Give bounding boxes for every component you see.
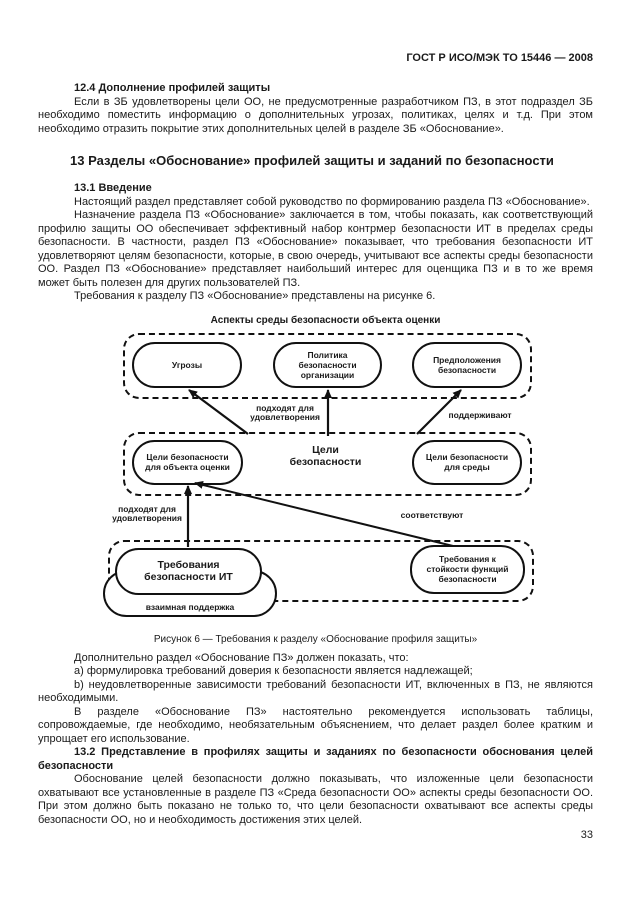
edge-label-suitable-bottom: подходят для удовлетворения xyxy=(112,503,182,523)
figure-title: Аспекты среды безопасности объекта оценк… xyxy=(210,314,441,326)
page-content: ГОСТ Р ИСО/МЭК ТО 15446 — 2008 12.4 Допо… xyxy=(38,52,593,827)
document-code-header: ГОСТ Р ИСО/МЭК ТО 15446 — 2008 xyxy=(406,52,593,64)
node-threats: Угрозы xyxy=(132,341,242,388)
node-mutual-support-label: взаимная поддержка xyxy=(145,601,235,612)
node-security-assumptions: Предположения безопасности xyxy=(412,341,522,388)
paragraph-13-2: Обоснование целей безопасности должно по… xyxy=(38,773,593,826)
heading-13-2: 13.2 Представление в профилях защиты и з… xyxy=(38,746,593,772)
edge-label-suitable-top: подходят для удовлетворения xyxy=(250,402,320,422)
node-objectives-environment: Цели безопасности для среды xyxy=(412,439,522,485)
node-security-objectives-label: Цели безопасности xyxy=(289,443,362,468)
paragraph-13-1-intro: Настоящий раздел представляет собой руко… xyxy=(74,195,590,208)
page-number: 33 xyxy=(580,829,593,841)
node-org-security-policy: Политика безопасности организации xyxy=(273,341,382,388)
node-objectives-toe: Цели безопасности для объекта оценки xyxy=(132,439,243,485)
paragraph-tables: В разделе «Обоснование ПЗ» настоятельно … xyxy=(38,705,593,745)
heading-12-4: 12.4 Дополнение профилей защиты xyxy=(74,82,271,94)
paragraph-additional: Дополнительно раздел «Обоснование ПЗ» до… xyxy=(74,651,409,664)
node-security-assumptions-label: Предположения безопасности xyxy=(433,354,501,375)
paragraph-12-4: Если в ЗБ удовлетворены цели ОО, не пред… xyxy=(38,95,593,135)
node-objectives-environment-label: Цели безопасности для среды xyxy=(425,452,509,472)
node-sof-requirements: Требования к стойкости функций безопасно… xyxy=(410,544,525,594)
node-it-security-requirements: Требования безопасности ИТ xyxy=(115,547,262,595)
paragraph-13-1-purpose: Назначение раздела ПЗ «Обоснование» закл… xyxy=(38,209,593,289)
edge-label-correspond: соответствуют xyxy=(400,509,464,520)
node-org-security-policy-label: Политика безопасности организации xyxy=(298,349,357,380)
heading-13: 13 Разделы «Обоснование» профилей защиты… xyxy=(70,153,554,168)
paragraph-item-a: a) формулировка требований доверия к без… xyxy=(74,665,473,677)
paragraph-item-b: b) неудовлетворенные зависимости требова… xyxy=(38,678,593,705)
figure-6-diagram: Аспекты среды безопасности объекта оценк… xyxy=(95,315,535,625)
node-threats-label: Угрозы xyxy=(171,359,203,370)
node-objectives-toe-label: Цели безопасности для объекта оценки xyxy=(145,452,230,472)
figure-caption: Рисунок 6 — Требования к разделу «Обосно… xyxy=(153,633,478,645)
node-it-security-requirements-label: Требования безопасности ИТ xyxy=(144,559,233,583)
heading-13-1: 13.1 Введение xyxy=(74,182,152,194)
node-sof-requirements-label: Требования к стойкости функций безопасно… xyxy=(426,554,509,584)
edge-label-support: поддерживают xyxy=(448,409,512,420)
paragraph-13-1-figure-ref: Требования к разделу ПЗ «Обоснование» пр… xyxy=(74,290,436,302)
